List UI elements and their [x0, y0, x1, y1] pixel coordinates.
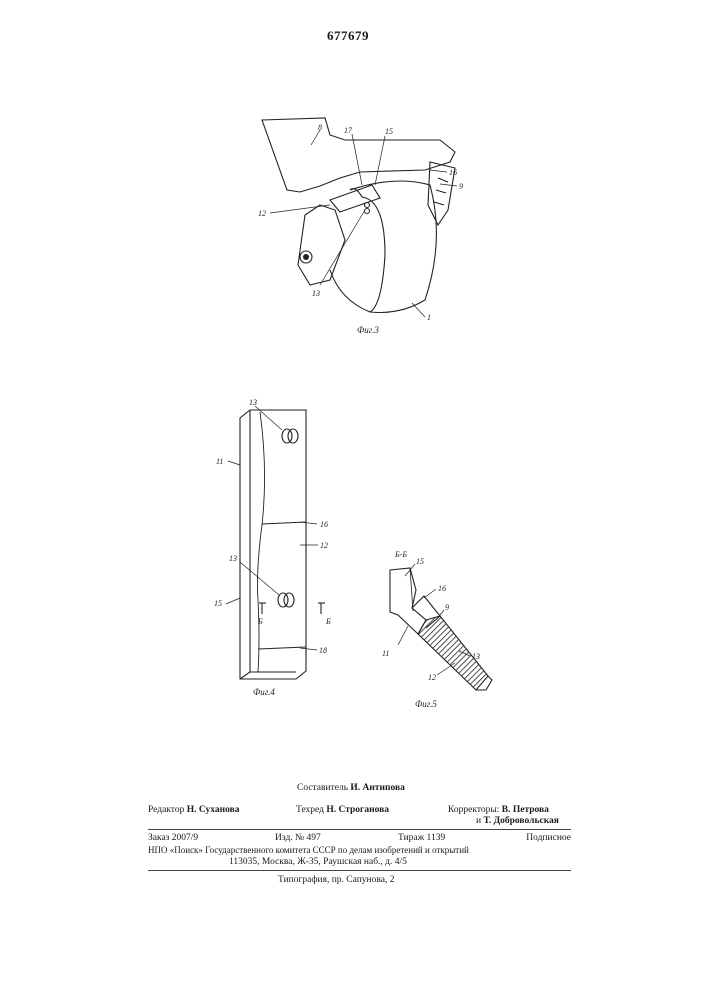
figure-4 — [226, 406, 325, 679]
fig3-label-15: 15 — [385, 127, 393, 136]
fig5-label-15: 15 — [416, 557, 424, 566]
fig4-label-15: 15 — [214, 599, 222, 608]
fig4-section-left: Б — [257, 617, 263, 626]
org-line: НПО «Поиск» Государственного комитета СС… — [148, 845, 571, 855]
fig4-label-12: 12 — [320, 541, 328, 550]
techred-label: Техред — [296, 805, 324, 815]
fig3-label-1: 1 — [427, 313, 431, 322]
fig4-label-11: 11 — [216, 457, 223, 466]
correctors-label: Корректоры: — [448, 805, 499, 815]
editor-label: Редактор — [148, 805, 184, 815]
figure-5 — [390, 564, 492, 690]
compiler-label: Составитель — [297, 783, 348, 793]
fig5-caption: Фиг.5 — [415, 699, 437, 709]
techred-name: Н. Строганова — [326, 805, 389, 815]
corrector-1: В. Петрова — [502, 805, 549, 815]
address-line: 113035, Москва, Ж-35, Раушская наб., д. … — [229, 857, 407, 867]
fig4-caption: Фиг.4 — [253, 687, 275, 697]
wheel-outer — [330, 181, 436, 313]
holder-body — [262, 118, 455, 192]
fig4-label-13-top: 13 — [249, 398, 257, 407]
fig3-label-13: 13 — [312, 289, 320, 298]
podpisnoe: Подписное — [526, 833, 571, 843]
fig4-label-18: 18 — [319, 646, 327, 655]
fig3-label-8: 8 — [318, 123, 322, 132]
fig3-caption: Фиг.3 — [357, 325, 379, 335]
section-blade — [390, 568, 426, 634]
tirazh: Тираж 1139 — [398, 833, 445, 843]
rear-plate — [298, 205, 345, 285]
printer-line: Типография, пр. Сапунова, 2 — [278, 875, 394, 885]
corrector-2: Т. Добровольская — [483, 816, 558, 826]
fig3-label-17: 17 — [344, 126, 353, 135]
fig5-section-title: Б-Б — [394, 550, 407, 559]
correctors-line-2: и Т. Добровольская — [476, 816, 559, 826]
fig5-label-11: 11 — [382, 649, 389, 658]
fig5-label-13: 13 — [472, 652, 480, 661]
fig4-section-right: Б — [325, 617, 331, 626]
fig5-label-12: 12 — [428, 673, 436, 682]
fig4-label-13-bottom: 13 — [229, 554, 237, 563]
editor-line: Редактор Н. Суханова — [148, 805, 239, 815]
compiler-line: Составитель И. Антипова — [297, 783, 405, 793]
compiler-name: И. Антипова — [350, 783, 404, 793]
izd: Изд. № 497 — [275, 833, 321, 843]
order: Заказ 2007/9 — [148, 833, 198, 843]
fig3-label-9: 9 — [459, 182, 463, 191]
editor-name: Н. Суханова — [187, 805, 240, 815]
correctors-line: Корректоры: В. Петрова — [448, 805, 549, 815]
figure-3 — [262, 118, 457, 317]
wheel-face — [362, 197, 385, 312]
divider-bottom — [148, 870, 571, 871]
fig5-label-9: 9 — [445, 603, 449, 612]
hole-top — [282, 429, 298, 443]
cutting-edge — [258, 412, 265, 672]
fig5-label-16: 16 — [438, 584, 446, 593]
corrector-2-prefix: и — [476, 816, 481, 826]
techred-line: Техред Н. Строганова — [296, 805, 389, 815]
fig3-label-12: 12 — [258, 209, 266, 218]
fig4-label-16: 16 — [320, 520, 328, 529]
fig3-label-16: 16 — [449, 168, 457, 177]
hole-bottom — [278, 593, 294, 607]
divider-top — [148, 829, 571, 830]
